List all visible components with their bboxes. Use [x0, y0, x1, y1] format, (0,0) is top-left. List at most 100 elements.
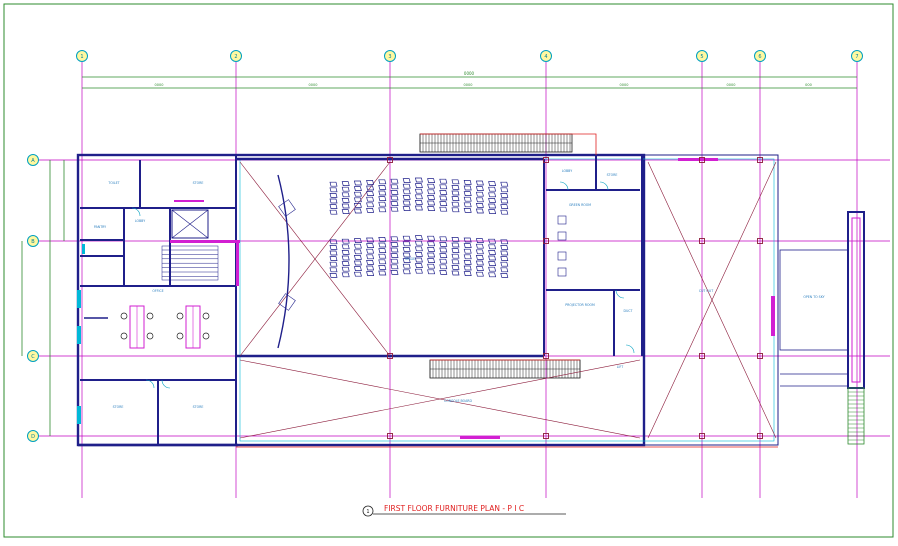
seat	[353, 266, 362, 271]
seat	[378, 270, 387, 276]
seat	[402, 200, 411, 206]
label-lift: LIFT	[617, 365, 623, 369]
seat	[341, 209, 350, 214]
seat	[402, 247, 411, 252]
seat	[451, 259, 460, 265]
label-lobby-2: LOBBY	[562, 169, 572, 173]
seat	[414, 268, 423, 274]
grid-bubble-col-2: 2	[230, 50, 242, 62]
seat	[378, 201, 387, 207]
seat	[329, 209, 338, 215]
seat	[463, 185, 472, 191]
seat	[463, 180, 472, 185]
chair	[120, 332, 128, 340]
label-store-2: STORE	[113, 405, 124, 409]
grid-bubble-row-C: C	[27, 350, 39, 362]
column	[699, 157, 705, 163]
seat	[390, 270, 399, 275]
seat	[341, 198, 350, 203]
seat	[366, 202, 375, 208]
seat	[378, 185, 387, 190]
seat	[366, 191, 375, 196]
grid-bubble-col-4: 4	[540, 50, 552, 62]
seat	[500, 187, 509, 193]
seat	[414, 257, 423, 263]
seat	[488, 203, 497, 209]
seat	[451, 201, 460, 207]
grid-bubble-col-5: 5	[696, 50, 708, 62]
seat	[341, 186, 350, 192]
seat	[475, 191, 484, 197]
label-duct: DUCT	[624, 309, 633, 313]
label-store: STORE	[193, 181, 204, 185]
grid-label-col: 5	[700, 54, 703, 60]
seat	[475, 243, 484, 249]
seat	[500, 181, 509, 187]
column	[757, 238, 763, 244]
seat	[451, 179, 460, 185]
seat	[414, 183, 423, 188]
lift-shaft	[171, 209, 209, 239]
seat	[353, 180, 362, 186]
stair-bottom	[429, 359, 581, 379]
chair	[146, 332, 154, 340]
seat	[414, 252, 423, 257]
seat	[341, 238, 350, 244]
seat	[427, 195, 436, 200]
seat	[488, 261, 497, 266]
label-stage: STAGE	[405, 257, 415, 261]
chair	[146, 312, 154, 320]
seat	[427, 183, 436, 189]
seat	[390, 264, 399, 270]
seat	[402, 263, 411, 269]
drawing-title: FIRST FLOOR FURNITURE PLAN - P I C	[384, 504, 524, 513]
seat	[427, 269, 436, 275]
seat	[402, 189, 411, 195]
seat	[353, 203, 362, 208]
seat	[329, 181, 338, 187]
seat	[475, 203, 484, 208]
dimension-segment: 0000	[620, 83, 629, 87]
seat	[353, 260, 362, 266]
seat	[475, 266, 484, 271]
chair	[176, 312, 184, 320]
seat	[488, 186, 497, 192]
seat	[414, 194, 423, 200]
seat	[475, 271, 484, 277]
seat	[390, 190, 399, 195]
seat	[488, 192, 497, 198]
seat	[439, 242, 448, 247]
external-stairs	[419, 133, 581, 379]
seat	[488, 198, 497, 203]
seat	[500, 273, 509, 278]
column	[757, 157, 763, 163]
column	[699, 433, 705, 439]
grid-bubble-col-6: 6	[754, 50, 766, 62]
seat	[329, 204, 338, 209]
label-projector-room: PROJECTOR ROOM	[565, 303, 595, 307]
label-store-4: STORE	[607, 173, 618, 177]
seat	[414, 246, 423, 252]
seat	[451, 207, 460, 213]
label-office: OFFICE	[152, 289, 163, 293]
seat	[475, 197, 484, 203]
seat	[463, 248, 472, 254]
seat	[463, 191, 472, 196]
sheet-border	[3, 3, 894, 538]
structural-columns	[387, 157, 763, 439]
seat	[390, 242, 399, 247]
seat	[378, 248, 387, 253]
seat	[439, 206, 448, 212]
grid-bubble-row-D: D	[27, 430, 39, 442]
seat	[427, 263, 436, 269]
seat	[451, 265, 460, 270]
column	[543, 353, 549, 359]
seat	[366, 180, 375, 185]
seat	[378, 237, 387, 242]
slab-inner	[239, 158, 775, 442]
stage-stair-top	[278, 199, 296, 217]
seat	[500, 204, 509, 209]
title-marker-number: 1	[366, 509, 369, 515]
